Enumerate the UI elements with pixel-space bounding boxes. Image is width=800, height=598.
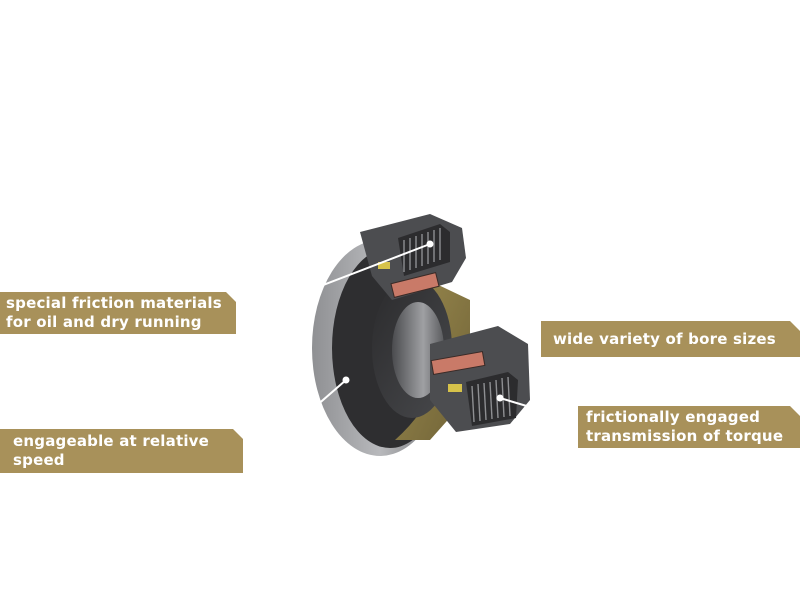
label-friction-line1: special friction materials xyxy=(6,294,222,312)
label-engage-line1: engageable at relative xyxy=(13,432,210,450)
label-bore-sizes: wide variety of bore sizes xyxy=(541,321,800,357)
leader-lines xyxy=(235,243,579,453)
label-torque-transmission: frictionally engaged transmission of tor… xyxy=(578,406,800,448)
label-engage-line2: speed xyxy=(13,451,65,469)
leader-engage xyxy=(242,379,347,453)
label-bore-line1: wide variety of bore sizes xyxy=(553,329,776,348)
leader-torque xyxy=(499,397,579,427)
upper-spring-lines xyxy=(403,228,441,272)
yellow-insert-upper xyxy=(378,262,390,269)
label-friction-line2: for oil and dry running xyxy=(6,313,202,331)
yellow-insert xyxy=(448,384,462,392)
upper-spring-stack xyxy=(398,224,450,276)
label-friction-materials: special friction materials for oil and d… xyxy=(0,292,236,334)
label-engageable-speed: engageable at relative speed xyxy=(0,429,243,473)
leader-dots xyxy=(342,240,504,402)
label-torque-line2: transmission of torque xyxy=(586,427,784,445)
clutch-illustration xyxy=(312,214,530,456)
upper-friction-lining xyxy=(390,272,440,298)
lower-friction-lining xyxy=(430,351,486,375)
label-torque-line1: frictionally engaged xyxy=(586,408,761,426)
leader-friction xyxy=(235,243,431,314)
